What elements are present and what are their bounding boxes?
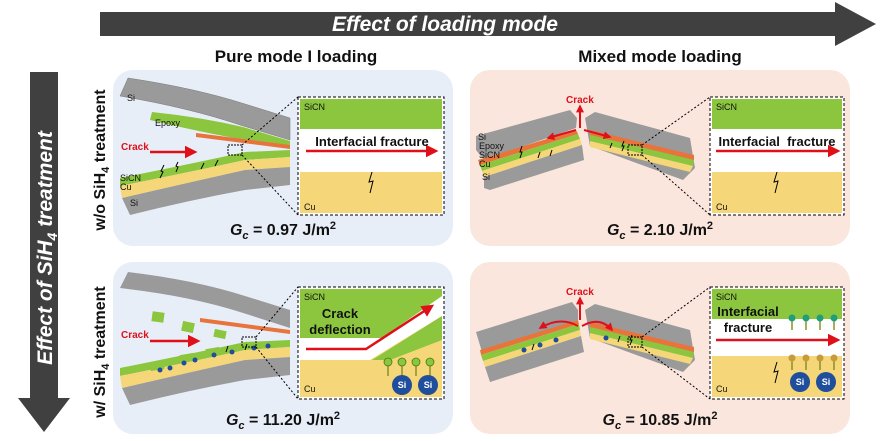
si-atom-label: Si xyxy=(796,377,805,387)
si-atom-label: Si xyxy=(822,377,831,387)
zoom-label-cu: Cu xyxy=(716,202,728,212)
zoom-label-sicn: SiCN xyxy=(716,102,737,112)
zoom-view-mode-i-treated xyxy=(255,286,445,400)
layer-label-si-top: Si xyxy=(127,93,135,103)
zoom-label-cu: Cu xyxy=(304,202,316,212)
layer-label-si-top: Si xyxy=(478,132,486,142)
layer-label-cu: Cu xyxy=(479,159,491,169)
si-atom-label: Si xyxy=(424,380,433,390)
layer-label-epoxy: Epoxy xyxy=(479,141,505,151)
zoom-label-cu: Cu xyxy=(716,384,728,394)
zoom-fracture-text-1: Interfacial xyxy=(717,304,778,319)
layer-label-si-bottom: Si xyxy=(130,198,138,208)
crack-label: Crack xyxy=(566,287,594,298)
crack-label: Crack xyxy=(566,95,594,106)
zoom-label-cu: Cu xyxy=(304,384,316,394)
y-axis-title: Effect of SiH4 treatment xyxy=(34,130,60,365)
zoom-label-sicn: SiCN xyxy=(304,102,325,112)
si-atom-label: Si xyxy=(398,380,407,390)
zoom-label-sicn: SiCN xyxy=(716,292,737,302)
column-header-mixed-mode: Mixed mode loading xyxy=(578,47,741,66)
zoom-fracture-text-2: fracture xyxy=(724,320,772,335)
sample-mode-i-treated xyxy=(120,272,290,405)
crack-label: Crack xyxy=(121,142,149,153)
row-label-without-sih4: w/o SiH4 treatment xyxy=(92,89,112,232)
sample-mode-i-untreated xyxy=(119,77,291,215)
sample-mixed-untreated xyxy=(476,104,695,190)
row-label-with-sih4: w/ SiH4 treatment xyxy=(92,286,112,419)
layer-label-si-bottom: Si xyxy=(482,172,490,182)
layer-label-epoxy: Epoxy xyxy=(155,118,181,128)
zoom-fracture-text: Interfacial fracture xyxy=(718,134,835,149)
zoom-view-mixed-treated xyxy=(641,286,845,400)
zoom-deflection-text-2: deflection xyxy=(309,322,370,337)
y-axis-arrow: Effect of SiH4 treatment xyxy=(18,72,70,432)
gc-value-mode-i-treated: Gc = 11.20 J/m2 xyxy=(226,410,340,432)
x-axis-title: Effect of loading mode xyxy=(332,13,558,36)
x-axis-arrow: Effect of loading mode xyxy=(100,2,876,46)
column-header-mode-i: Pure mode I loading xyxy=(215,47,377,66)
layer-label-sicn: SiCN xyxy=(120,173,141,183)
zoom-view-mixed-untreated xyxy=(641,96,845,216)
layer-label-sicn: SiCN xyxy=(479,150,500,160)
zoom-deflection-text-1: Crack xyxy=(322,306,359,321)
crack-label: Crack xyxy=(121,330,149,341)
zoom-view-mode-i-untreated xyxy=(241,96,445,216)
gc-value-mode-i-untreated: Gc = 0.97 J/m2 xyxy=(230,220,336,242)
zoom-label-sicn: SiCN xyxy=(304,292,325,302)
sample-mixed-treated xyxy=(476,296,695,382)
gc-value-mixed-treated: Gc = 10.85 J/m2 xyxy=(603,410,718,432)
gc-value-mixed-untreated: Gc = 2.10 J/m2 xyxy=(607,220,713,242)
layer-label-cu: Cu xyxy=(120,182,132,192)
zoom-fracture-text: Interfacial fracture xyxy=(315,134,428,149)
